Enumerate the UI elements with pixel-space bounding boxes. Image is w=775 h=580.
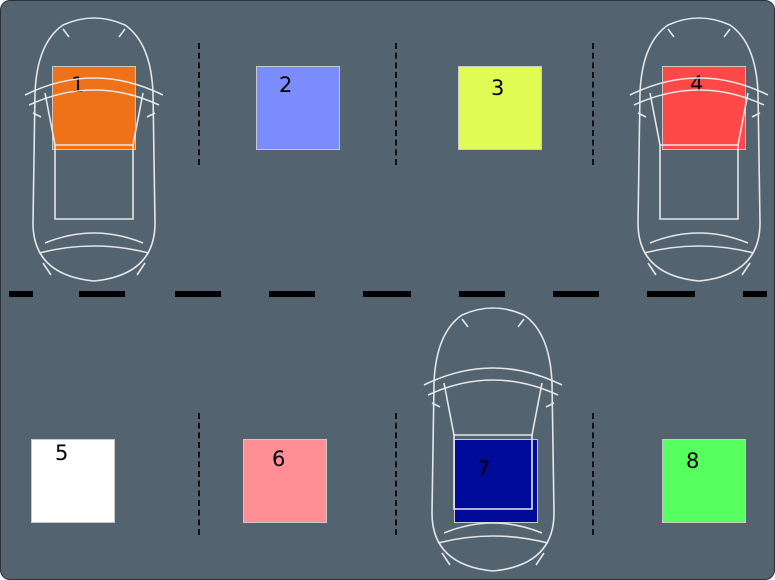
- lane-divider: [198, 413, 200, 535]
- car-outline-stroke: [453, 434, 533, 510]
- car-outline-stroke: [427, 379, 559, 396]
- car-outline-stroke: [441, 552, 451, 566]
- lane-divider: [395, 413, 397, 535]
- car-outline-stroke: [443, 382, 455, 436]
- parking-slot-6[interactable]: [243, 439, 327, 523]
- car-outline-stroke: [461, 318, 469, 328]
- car-outline-stroke: [629, 77, 769, 96]
- car-outline-stroke: [132, 92, 144, 146]
- car-outline-stroke: [741, 262, 751, 276]
- car-outline-stroke: [531, 382, 543, 436]
- car-outline-stroke: [437, 535, 549, 544]
- car-outline-stroke: [431, 402, 441, 408]
- car-outline-stroke: [633, 89, 765, 106]
- car-outline-stroke: [649, 232, 749, 244]
- car-outline-stroke: [118, 28, 126, 38]
- car-outline-stroke: [431, 307, 555, 572]
- slot-number-label: 6: [272, 447, 286, 471]
- lane-divider: [198, 43, 200, 165]
- car-outline-stroke: [443, 522, 543, 534]
- parking-slot-3[interactable]: [458, 66, 542, 150]
- car-top-view-icon: [23, 13, 165, 293]
- slot-number-label: 8: [686, 449, 700, 473]
- car-outline-stroke: [32, 17, 156, 282]
- lane-divider: [592, 43, 594, 165]
- center-line-dash: [459, 291, 505, 297]
- car-outline-stroke: [44, 92, 56, 146]
- slot-number-label: 7: [477, 457, 491, 481]
- parking-slot-2[interactable]: [256, 66, 340, 150]
- car-outline-stroke: [62, 28, 70, 38]
- car-outline-stroke: [649, 92, 661, 146]
- car-outline-stroke: [667, 28, 675, 38]
- center-line-dash: [269, 291, 315, 297]
- car-outline-stroke: [32, 112, 42, 118]
- car-outline-stroke: [545, 402, 555, 408]
- car-top-view-icon: [628, 13, 770, 293]
- car-outline-stroke: [28, 89, 160, 106]
- car-outline-stroke: [737, 92, 749, 146]
- center-line-dash: [9, 291, 33, 297]
- center-line-dash: [79, 291, 125, 297]
- car-outline-stroke: [44, 232, 144, 244]
- slot-number-label: 3: [491, 76, 505, 100]
- car-outline-stroke: [423, 367, 563, 386]
- center-line-dash: [363, 291, 411, 297]
- car-outline-stroke: [517, 318, 525, 328]
- car-outline-stroke: [723, 28, 731, 38]
- car-outline-stroke: [637, 17, 761, 282]
- slot-number-label: 5: [55, 441, 69, 465]
- car-outline-stroke: [637, 112, 647, 118]
- car-outline-stroke: [136, 262, 146, 276]
- car-outline-stroke: [751, 112, 761, 118]
- car-outline-stroke: [535, 552, 545, 566]
- car-outline-stroke: [38, 245, 150, 254]
- car-top-view-icon: [422, 303, 564, 579]
- car-outline-stroke: [146, 112, 156, 118]
- car-outline-stroke: [647, 262, 657, 276]
- slot-number-label: 2: [279, 73, 293, 97]
- car-outline-stroke: [643, 245, 755, 254]
- car-outline-stroke: [42, 262, 52, 276]
- car-outline-stroke: [24, 77, 164, 96]
- lane-divider: [395, 43, 397, 165]
- car-outline-stroke: [54, 144, 134, 220]
- center-line-dash: [553, 291, 599, 297]
- parking-slot-5[interactable]: [31, 439, 115, 523]
- lane-divider: [592, 413, 594, 535]
- parking-slot-8[interactable]: [662, 439, 746, 523]
- center-line-dash: [175, 291, 221, 297]
- center-line-dash: [743, 291, 767, 297]
- center-line-dash: [647, 291, 695, 297]
- car-outline-stroke: [659, 144, 739, 220]
